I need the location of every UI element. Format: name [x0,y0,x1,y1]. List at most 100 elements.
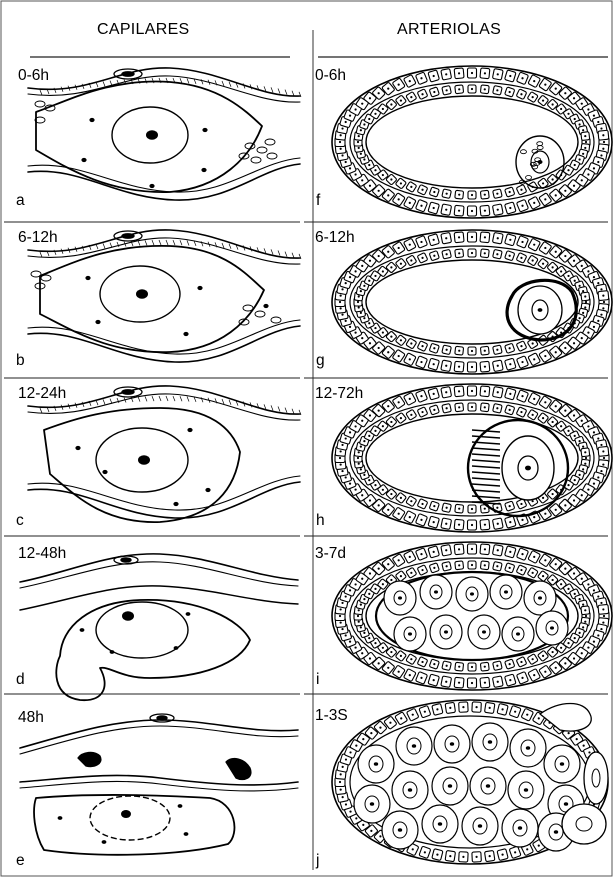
nucleolus [470,592,474,595]
cell-nucleus-dot [509,191,511,193]
cell-nucleus-dot [349,810,351,812]
wall-hatch [229,400,231,405]
cell-nucleus-dot [370,830,372,832]
panel-letter-f: f [316,193,320,209]
cell-nucleus-dot [433,347,435,349]
cell-nucleus-dot [509,663,511,665]
cell-nucleus-dot [509,409,511,411]
wall-hatch [278,406,280,411]
cell-nucleus-dot [369,414,371,416]
cell-nucleus-dot [446,349,448,351]
cell-nucleus-dot [354,646,356,648]
cell-nucleus-dot [603,457,605,459]
cytoplasm-granule [183,332,188,336]
cell-nucleus-dot [587,173,589,175]
cell-nucleus-dot [354,488,356,490]
wall-hatch [285,408,287,413]
cell-nucleus-dot [433,505,435,507]
cell-nucleus-dot [526,848,528,850]
nucleolus [516,632,520,635]
cell-nucleus-dot [358,609,360,611]
cell-nucleus-dot [368,322,370,324]
cytoplasm-granule [197,286,202,290]
cell-nucleus-dot [587,270,589,272]
cell-nucleus-dot [484,548,486,550]
cell-nucleus-dot [533,80,535,82]
cell-nucleus-dot [361,578,363,580]
cell-nucleus-dot [585,301,587,303]
cell-nucleus-dot [579,285,581,287]
cell-nucleus-dot [369,342,371,344]
cell-nucleus-dot [521,241,523,243]
cell-nucleus-dot [368,118,370,120]
cell-nucleus-dot [387,509,389,511]
cell-nucleus-dot [400,182,402,184]
cell-nucleus-dot [573,260,575,262]
cell-nucleus-dot [496,407,498,409]
cell-nucleus-dot [445,209,447,211]
cell-nucleus-dot [449,707,451,709]
cell-nucleus-dot [532,259,534,261]
cell-nucleus-dot [552,103,554,105]
nucleolus [434,590,438,593]
capillary-wall-upper [28,386,300,414]
cell-nucleus-dot [420,677,422,679]
cell-nucleus-dot [424,711,426,713]
cell-nucleus-dot [339,301,341,303]
panel-letter-d: d [16,672,25,688]
cell-nucleus-dot [582,626,584,628]
cell-nucleus-dot [484,366,486,368]
cell-nucleus-dot [349,431,351,433]
cell-nucleus-dot [584,609,586,611]
wall-hatch [285,90,287,95]
cell-nucleus-dot [363,123,365,125]
erythrocyte [251,157,261,163]
cell-nucleus-dot [533,398,535,400]
cell-nucleus-dot [579,158,581,160]
cell-nucleus-dot [458,548,460,550]
wall-hatch [187,240,189,245]
cell-nucleus-dot [433,567,435,569]
cell-nucleus-dot [357,457,359,459]
cell-nucleus-dot [445,681,447,683]
cell-nucleus-dot [360,626,362,628]
cytoplasm-granule [178,804,183,808]
cell-nucleus-dot [509,91,511,93]
cell-nucleus-dot [501,708,503,710]
panel-letter-c: c [16,513,24,529]
cell-nucleus-dot [382,331,384,333]
wall-hatch [285,252,287,257]
cell-nucleus-dot [520,503,522,505]
cell-nucleus-dot [533,556,535,558]
cytoplasm-granule [95,320,100,324]
cell-nucleus-dot [533,358,535,360]
cell-nucleus-dot [360,312,362,314]
cell-nucleus-dot [382,647,384,649]
cell-nucleus-dot [520,257,522,259]
nucleolus [564,802,568,806]
capillary-c [28,386,301,522]
wall-hatch [40,90,42,95]
cell-nucleus-dot [544,559,546,561]
wall-hatch [166,396,168,401]
cell-nucleus-dot [603,301,605,303]
erythrocyte [31,271,41,277]
cell-nucleus-dot [340,608,342,610]
cell-nucleus-dot [600,288,602,290]
cell-nucleus-dot [363,440,365,442]
cell-nucleus-dot [585,615,587,617]
cell-nucleus-dot [564,347,566,349]
cell-nucleus-dot [597,161,599,163]
cell-nucleus-dot [342,766,344,768]
cell-nucleus-dot [471,366,473,368]
cell-nucleus-dot [458,236,460,238]
cell-nucleus-dot [400,655,402,657]
cell-nucleus-dot [552,579,554,581]
cell-nucleus-dot [597,121,599,123]
arteriole-j [332,700,608,864]
cell-nucleus-dot [369,260,371,262]
cell-nucleus-dot [567,484,569,486]
nucleolus [444,630,448,633]
cell-nucleus-dot [345,758,347,760]
